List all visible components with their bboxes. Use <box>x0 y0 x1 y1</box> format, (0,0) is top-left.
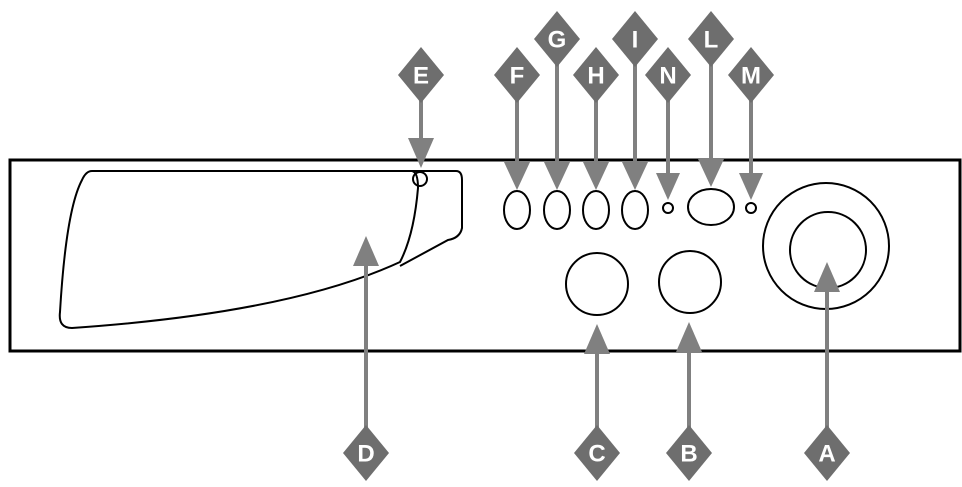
callout-l-label: L <box>704 27 719 54</box>
callout-l: L <box>688 11 734 187</box>
callout-b: B <box>666 322 712 481</box>
drawer-front <box>58 170 420 330</box>
callout-h: H <box>573 47 619 190</box>
callout-n-badge <box>645 47 691 103</box>
callout-c-badge <box>574 425 620 481</box>
left-round-knob <box>565 252 629 316</box>
button-3 <box>582 190 610 230</box>
callout-g: G <box>534 11 580 190</box>
callout-f-badge <box>494 47 540 103</box>
callout-m-label: M <box>741 63 761 90</box>
right-round-knob <box>658 250 722 314</box>
callout-f-label: F <box>510 63 525 90</box>
callout-d-label: D <box>357 441 374 468</box>
callout-h-label: H <box>587 63 604 90</box>
callout-g-badge <box>534 11 580 67</box>
wide-button <box>687 188 735 226</box>
drawer-latch <box>412 171 428 187</box>
callout-c-label: C <box>588 441 605 468</box>
button-2 <box>543 190 571 230</box>
callout-n: N <box>645 47 691 200</box>
callout-g-label: G <box>548 27 567 54</box>
callout-a-badge <box>804 425 850 481</box>
indicator-light-left <box>662 202 674 214</box>
callout-d-badge <box>343 425 389 481</box>
callout-b-label: B <box>680 441 697 468</box>
callout-d: D <box>343 236 389 481</box>
drawer-outer-frame <box>399 170 463 267</box>
indicator-light-right <box>745 202 757 214</box>
drawer <box>58 170 463 330</box>
callout-n-label: N <box>659 63 676 90</box>
callout-f: F <box>494 47 540 190</box>
button-1 <box>503 190 531 230</box>
callout-i-label: I <box>632 27 639 54</box>
callout-i: I <box>612 11 658 190</box>
callout-c: C <box>574 324 620 481</box>
callout-m-badge <box>728 47 774 103</box>
callout-a: A <box>804 262 850 481</box>
callout-e: E <box>398 47 444 168</box>
callout-l-badge <box>688 11 734 67</box>
button-4 <box>621 190 649 230</box>
callout-i-badge <box>612 11 658 67</box>
callout-m: M <box>728 47 774 200</box>
callout-b-badge <box>666 425 712 481</box>
callout-e-label: E <box>413 63 429 90</box>
callout-h-badge <box>573 47 619 103</box>
callout-e-badge <box>398 47 444 103</box>
control-panel-body <box>8 158 962 353</box>
callout-a-label: A <box>818 441 835 468</box>
